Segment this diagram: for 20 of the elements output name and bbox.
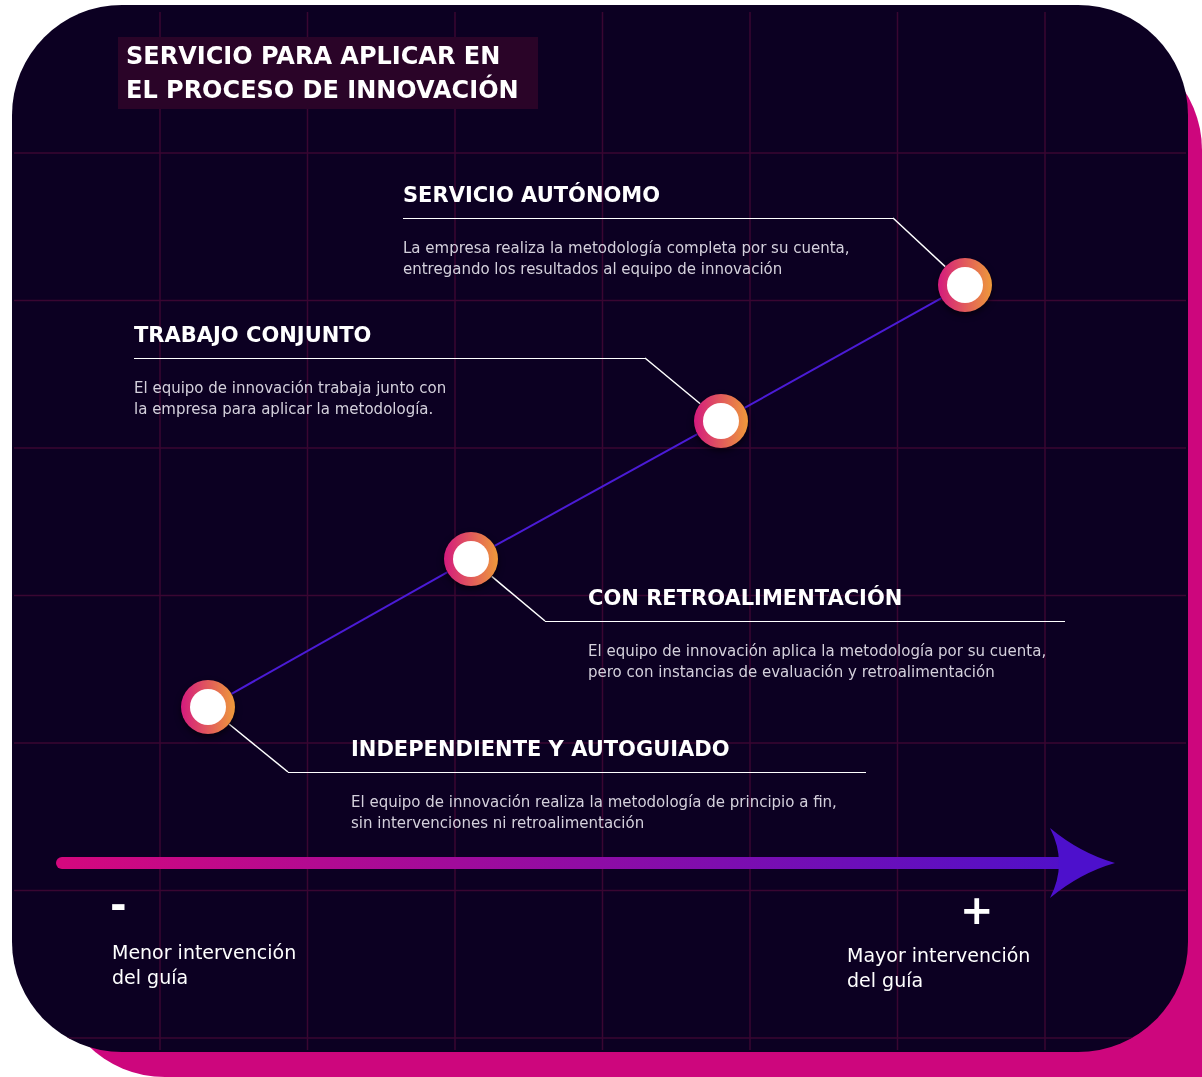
step-description: El equipo de innovación realiza la metodología de principio a fin, sin intervenciones ni retroalimentación [350,792,838,834]
timeline-line [230,571,449,695]
scale-label: Mayor intervención del guía [847,943,1032,993]
title: SERVICIO PARA APLICAR EN EL PROCESO DE INNOVACIÓN [118,37,538,109]
timeline-line [493,433,699,547]
step-description: El equipo de innovación aplica la metodología por su cuenta, pero con instancias de evaluación y retroalimentación [587,641,1048,683]
leader-line [892,217,946,268]
scale-sign: - [110,885,127,925]
timeline-line [743,297,943,409]
leader-line [228,723,289,773]
step-heading: CON RETROALIMENTACIÓN [545,583,1065,622]
step-heading: INDEPENDIENTE Y AUTOGUIADO [288,734,866,773]
leader-line [490,575,546,622]
step-description: El equipo de innovación trabaja junto con la empresa para aplicar la metodología. [134,378,448,420]
scale-sign: + [960,890,994,930]
step-description: La empresa realiza la metodología completa por su cuenta, entregando los resultados al equipo de innovación [403,238,851,280]
leader-line [644,357,701,405]
step-heading: SERVICIO AUTÓNOMO [403,180,893,219]
step-heading: TRABAJO CONJUNTO [134,320,645,359]
scale-label: Menor intervención del guía [112,940,298,990]
